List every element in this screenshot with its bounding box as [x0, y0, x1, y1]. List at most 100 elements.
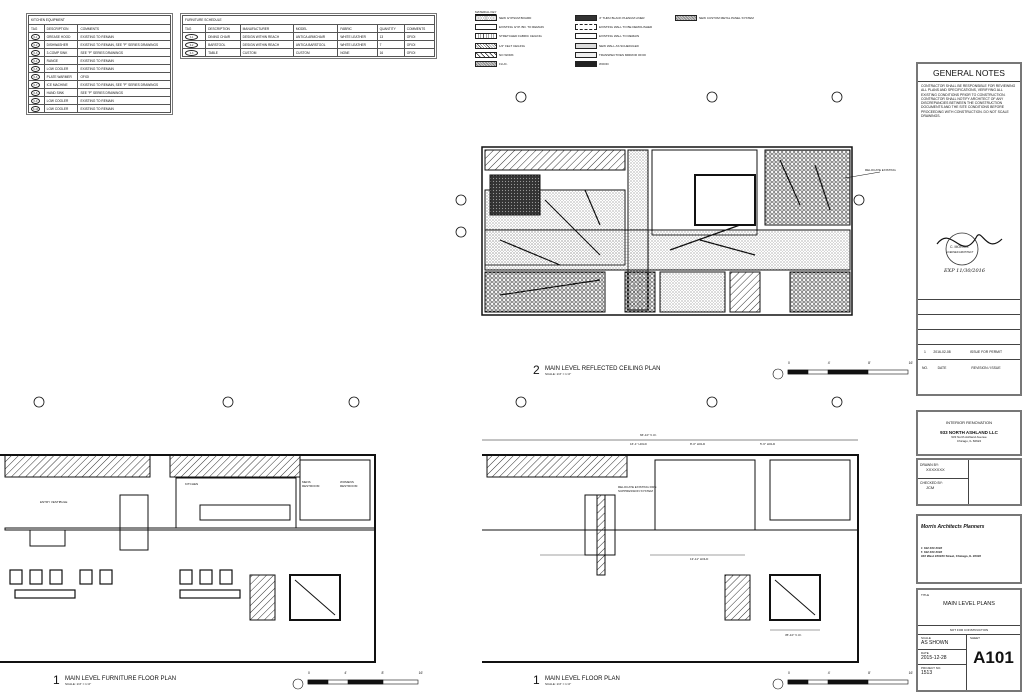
project-info-block: INTERIOR RENOVATION 933 NORTH ASHLAND LL…: [916, 410, 1022, 456]
legend-swatch: [675, 15, 697, 21]
architect-stamp: C. MORRIS LICENSED ARCHITECT EXP 11/30/2…: [932, 224, 1007, 284]
table-cell: DINING CHAIR: [205, 32, 241, 41]
table-cell: ANTICA ARMCHAIR: [292, 32, 339, 41]
plan-scale: SCALE: 1/4" = 1'-0": [545, 682, 572, 686]
scale-tick: 4': [827, 671, 831, 675]
project-address: 933 North Ashland Avenue: [951, 435, 987, 439]
schedule-title: FURNITURE SCHEDULE: [182, 15, 435, 25]
equipment-tag: K-2: [28, 40, 45, 49]
scale-bars: [292, 368, 909, 690]
legend-label: FLUC.: [499, 62, 508, 66]
schedule-title: KITCHEN EQUIPMENT: [28, 15, 171, 25]
scale-tick: 4': [827, 361, 831, 365]
revision-header: NO. DATE REVISION / ISSUE: [918, 360, 1020, 375]
equipment-tag: K-7: [28, 80, 45, 89]
table-cell: OFIOI: [77, 72, 171, 81]
column-header: MANUFACTURER: [239, 24, 294, 33]
table-cell: EXISTING TO REMAIN: [77, 64, 171, 73]
table-cell: TABLE: [205, 48, 241, 57]
revision-date: 2016-02-08: [933, 350, 951, 354]
legend-item: NEW WALL AS SCHEDULED: [575, 42, 639, 49]
plan-number: 1: [533, 673, 540, 687]
equipment-tag: K-9: [28, 96, 45, 105]
sheet-label: SHEET: [969, 636, 980, 640]
floor-plan-note: RELOCATE EXISTING FIRE SUPPRESSION SYSTE…: [618, 485, 657, 493]
plan-title-text: MAIN LEVEL FLOOR PLAN: [545, 676, 620, 682]
project-title: INTERIOR RENOVATION: [945, 420, 993, 425]
dimension-label: 13'-11" HOLD: [690, 557, 709, 561]
furniture-floor-plan: [0, 454, 376, 663]
dimension-label: 8'-0" HOLD: [690, 442, 706, 446]
table-cell: OFIOI: [403, 48, 436, 57]
scale-tick: 8': [381, 671, 385, 675]
floor-plan-title: 1 MAIN LEVEL FLOOR PLAN SCALE: 1/4" = 1'…: [533, 673, 620, 687]
sheet-number: A101: [973, 648, 1014, 667]
table-cell: 13: [376, 32, 405, 41]
legend-label: NEW WALL AS SCHEDULED: [599, 43, 639, 48]
tag-bubble: K-10: [31, 105, 40, 112]
scale-label: SCALE: [921, 636, 931, 640]
tag-bubble: K-8: [31, 89, 40, 96]
main-floor-plan: [482, 439, 859, 663]
column-header: COMMENTS: [77, 24, 171, 33]
tag-bubble: K-2: [31, 41, 40, 48]
legend-item: EXISTING WALL TO BE DEMOLISHED: [575, 24, 652, 31]
project-no-label: PROJECT NO.: [921, 666, 942, 670]
table-cell: PLATE WARMER: [43, 72, 79, 81]
equipment-tag: K-10: [28, 104, 45, 113]
legend-item: NEW GYPSUM BOARD: [475, 15, 531, 21]
room-label: ENTRY VESTIBULE: [40, 500, 68, 504]
equipment-tag: K-6: [28, 72, 45, 81]
firm-name: Morris Architects Planners: [921, 524, 985, 530]
legend-swatch: [575, 42, 597, 49]
project-city: Chicago, IL 60622: [956, 439, 982, 443]
plan-number: 2: [533, 363, 540, 377]
tag-bubble: F-3: [185, 49, 198, 56]
legend-swatch: [575, 24, 597, 31]
table-cell: CUSTOM: [239, 48, 294, 57]
table-cell: CUSTOM: [292, 48, 339, 57]
date-value: 2015-12-28: [921, 655, 947, 661]
reflected-ceiling-plan: [481, 146, 881, 316]
plan-scale: SCALE: 1/4" = 1'-0": [545, 372, 572, 376]
firm-block: Morris Architects Planners t: 312 ### ##…: [916, 514, 1022, 584]
legend-item: FLUC.: [475, 61, 508, 67]
table-cell: F-3: [181, 48, 207, 57]
legend-swatch: [475, 33, 497, 40]
scale-tick: 8': [868, 671, 871, 675]
legend-label: EXISTING WALL TO REMAIN: [599, 34, 640, 39]
drawn-checked-block: DRAWN BY: XXXXXXX CHECKED BY: JCM: [916, 458, 1022, 506]
not-for-construction: NOT FOR CONSTRUCTION: [918, 626, 1020, 635]
legend-label: STRETCHED FABRIC CEILING: [499, 34, 542, 39]
legend-swatch: [575, 15, 597, 21]
column-header: COMMENTS: [403, 24, 436, 33]
equipment-tag: K-3: [28, 48, 45, 57]
table-cell: BARSTOOL: [205, 40, 241, 49]
column-header: FABRIC: [337, 24, 378, 33]
table-cell: DESIGN WITHIN REACH: [239, 40, 294, 49]
stamp-name: C. MORRIS: [950, 245, 969, 249]
dimension-label: 35'-10" V.I.F.: [785, 633, 802, 637]
stamp-date: EXP 11/30/2016: [944, 268, 985, 274]
rcp-plan-title: 2 MAIN LEVEL REFLECTED CEILING PLAN SCAL…: [533, 363, 661, 377]
tag-bubble: F-1: [185, 33, 198, 40]
room-label: KITCHEN: [185, 482, 199, 486]
legend-label: 1/2" FELT CEILING: [499, 43, 525, 48]
plan-number: 1: [53, 673, 60, 687]
plan-title-text: MAIN LEVEL REFLECTED CEILING PLAN: [545, 366, 661, 372]
table-cell: F-2: [181, 40, 207, 49]
column-header: TAG: [28, 24, 45, 33]
dimension-label: 5'-6" HOLD: [760, 442, 776, 446]
scale-tick: 16': [418, 671, 423, 675]
furniture-plan-title: 1 MAIN LEVEL FURNITURE FLOOR PLAN SCALE:…: [53, 673, 177, 687]
table-cell: F-1: [181, 32, 207, 41]
column-header: QUANTITY: [376, 24, 405, 33]
plan-title-text: MAIN LEVEL FURNITURE FLOOR PLAN: [65, 676, 177, 682]
